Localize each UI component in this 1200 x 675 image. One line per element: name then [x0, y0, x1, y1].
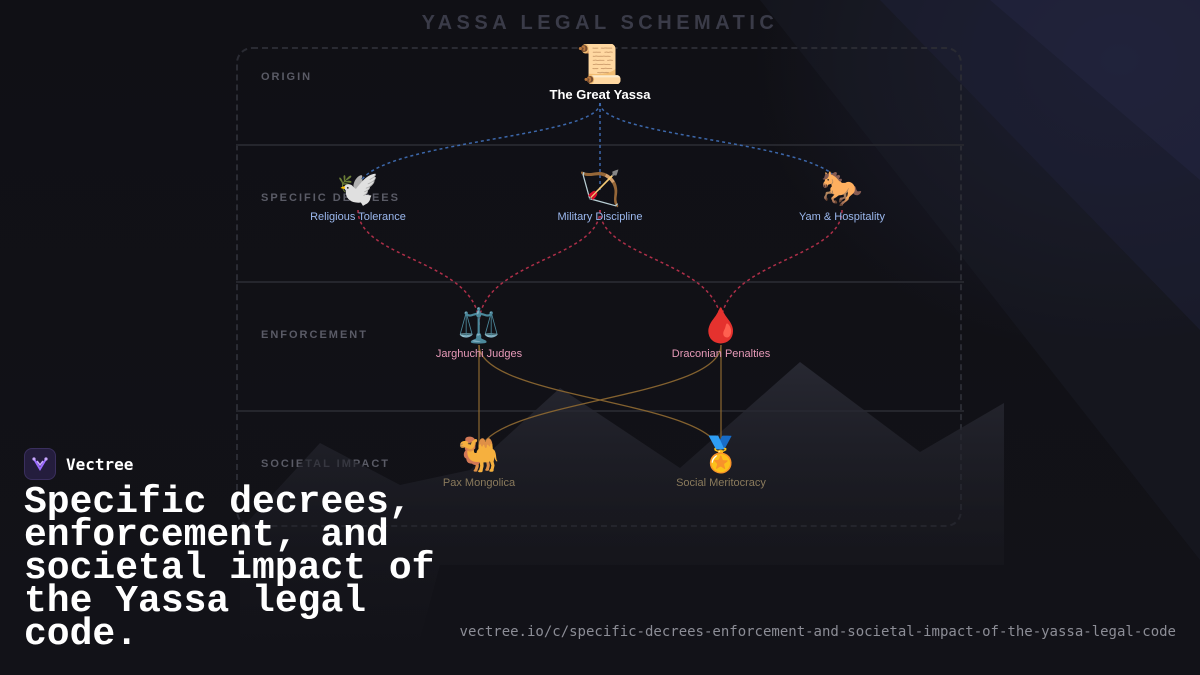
node-military-discipline[interactable]: 🏹 Military Discipline	[500, 170, 700, 223]
edge-yassa-religious	[357, 102, 601, 191]
node-label: Religious Tolerance	[310, 211, 406, 223]
medal-icon: 🏅	[699, 436, 743, 474]
node-social-meritocracy[interactable]: 🏅 Social Meritocracy	[621, 436, 821, 489]
bow-and-arrow-icon: 🏹	[578, 170, 622, 208]
node-label: Pax Mongolica	[442, 477, 516, 489]
node-label: Social Meritocracy	[676, 477, 766, 489]
page-url[interactable]: vectree.io/c/specific-decrees-enforcemen…	[459, 624, 1176, 640]
diagram-title: YASSA LEGAL SCHEMATIC	[421, 12, 779, 34]
node-jarghuchi-judges[interactable]: ⚖️ Jarghuchi Judges	[379, 307, 579, 360]
node-pax-mongolica[interactable]: 🐫 Pax Mongolica	[379, 436, 579, 489]
scales-icon: ⚖️	[457, 307, 501, 345]
lane-label-origin: ORIGIN	[261, 71, 313, 83]
node-religious-tolerance[interactable]: 🕊️ Religious Tolerance	[258, 170, 458, 223]
scroll-icon: 📜	[576, 44, 624, 86]
node-the-great-yassa[interactable]: 📜 The Great Yassa	[500, 44, 700, 102]
lane-label-enforcement: ENFORCEMENT	[261, 329, 368, 341]
dove-icon: 🕊️	[336, 170, 380, 208]
brand-name: Vectree	[66, 454, 134, 474]
headline: Specific decrees, enforcement, and socie…	[24, 481, 435, 656]
node-label: Jarghuchi Judges	[435, 348, 523, 360]
node-label: The Great Yassa	[549, 87, 651, 102]
camel-icon: 🐫	[457, 436, 501, 474]
edge-draconian-pax	[478, 344, 722, 456]
node-label: Draconian Penalties	[671, 348, 771, 360]
lane-divider	[236, 410, 964, 412]
node-draconian-penalties[interactable]: 🩸 Draconian Penalties	[621, 307, 821, 360]
lane-label-specific-decrees: SPECIFIC DECREES	[261, 192, 400, 204]
horse-icon: 🐎	[820, 170, 864, 208]
vectree-logo-icon	[24, 448, 56, 480]
edge-yassa-yam	[599, 102, 843, 191]
node-label: Yam & Hospitality	[799, 211, 885, 223]
node-label: Military Discipline	[557, 211, 643, 223]
node-yam-and-hospitality[interactable]: 🐎 Yam & Hospitality	[742, 170, 942, 223]
lane-divider	[236, 281, 964, 283]
blood-drop-icon: 🩸	[699, 307, 743, 345]
brand[interactable]: Vectree	[24, 447, 133, 481]
